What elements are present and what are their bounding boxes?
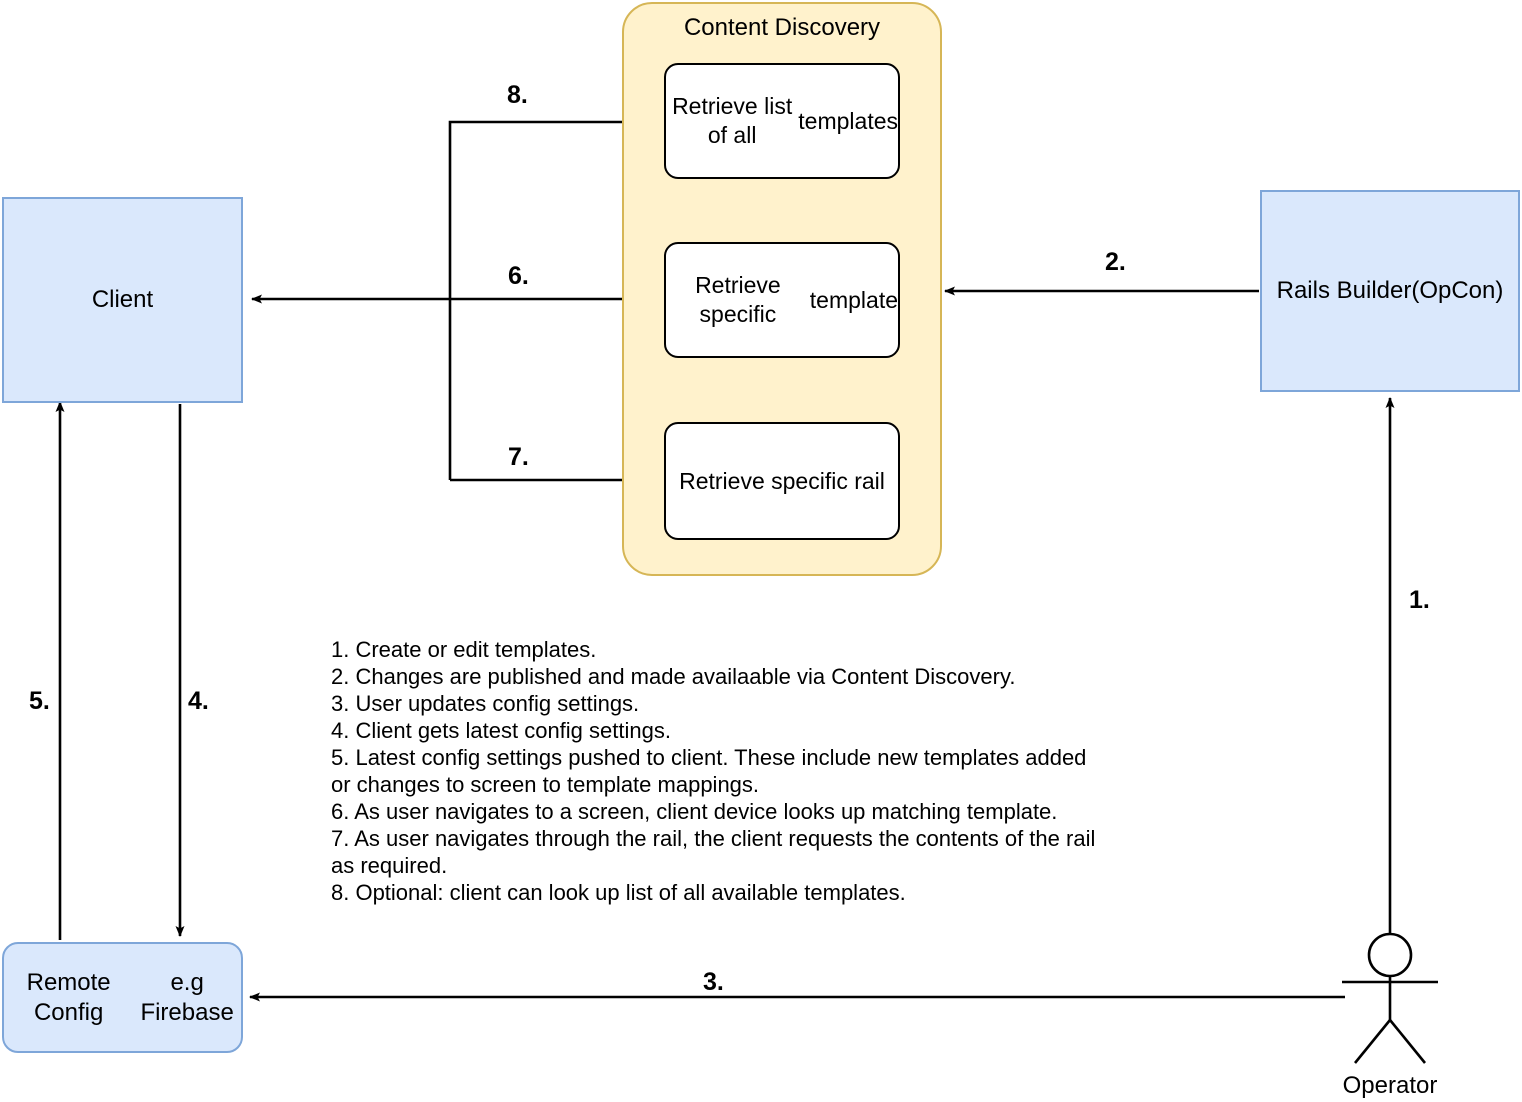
edge-label-1: 1. [1409, 586, 1430, 614]
edge-label-6: 6. [508, 262, 529, 290]
legend-line-3: 3. User updates config settings. [331, 691, 640, 716]
legend-line-10: 8. Optional: client can look up list of … [331, 880, 906, 905]
node-operator-label: Operator [1342, 1072, 1438, 1099]
node-client[interactable]: Client [2, 197, 243, 403]
edge-label-5: 5. [29, 687, 50, 715]
node-retrieve-specific-rail[interactable]: Retrieve specific rail [664, 422, 900, 540]
edge-label-8: 8. [507, 81, 528, 109]
legend-line-4: 4. Client gets latest config settings. [331, 718, 671, 743]
edge-label-3: 3. [703, 968, 724, 996]
legend-line-5: 5. Latest config settings pushed to clie… [331, 745, 1087, 770]
legend-line-7: 6. As user navigates to a screen, client… [331, 799, 1058, 824]
node-rails-builder[interactable]: Rails Builder(OpCon) [1260, 190, 1520, 392]
edge-label-4: 4. [188, 687, 209, 715]
edge-label-7: 7. [508, 443, 529, 471]
legend-line-8: 7. As user navigates through the rail, t… [331, 826, 1096, 851]
operator-actor-icon [1342, 932, 1438, 1064]
legend-line-9: as required. [331, 853, 448, 878]
edge-label-2: 2. [1105, 248, 1126, 276]
legend-line-2: 2. Changes are published and made availa… [331, 664, 1016, 689]
legend-line-6: or changes to screen to template mapping… [331, 772, 760, 797]
legend-line-1: 1. Create or edit templates. [331, 637, 597, 662]
group-content-discovery-title: Content Discovery [683, 14, 881, 41]
legend-steps: 1. Create or edit templates.2. Changes a… [331, 636, 1211, 906]
